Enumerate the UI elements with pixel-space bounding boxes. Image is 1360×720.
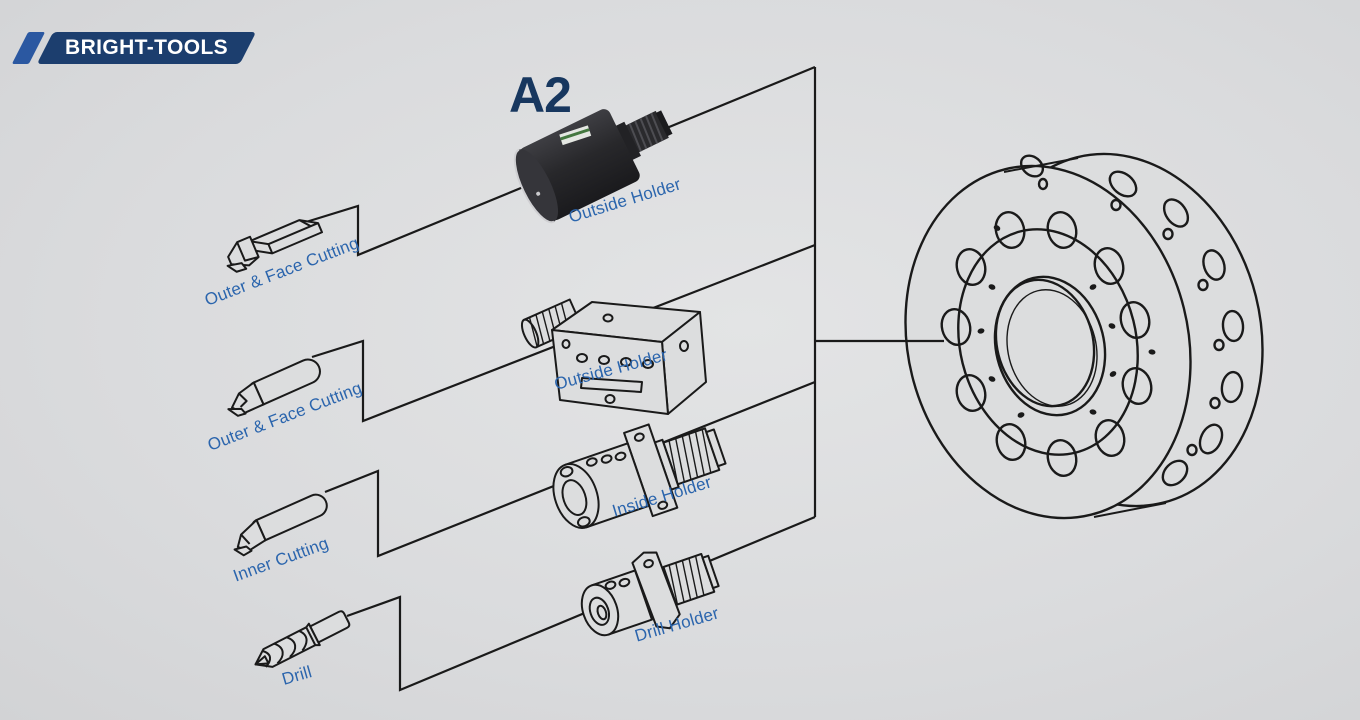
turret-disc-drawing-icon: [904, 152, 1264, 520]
vdi-radial-holder-drawing-icon: [520, 298, 707, 415]
drill-holder-drawing-icon: [580, 551, 720, 637]
brand-logo: BRIGHT-TOOLS: [11, 32, 257, 64]
brand-logo-text: BRIGHT-TOOLS: [65, 36, 229, 59]
holder-hole-row: [576, 353, 654, 369]
outside-holder-photo-icon: [513, 109, 673, 224]
square-shank-turning-tool-icon: [226, 219, 323, 273]
turret-rim-holes: [1019, 154, 1245, 487]
twist-drill-tool-icon: [254, 610, 351, 668]
holder-label-sticker: [559, 125, 592, 146]
logo-plate: BRIGHT-TOOLS: [36, 32, 257, 64]
boring-bar-tool-icon: [233, 493, 328, 557]
inside-holder-drawing-icon: [552, 423, 727, 529]
round-shank-turning-tool-icon: [227, 358, 321, 417]
turret-screw-marks: [977, 225, 1156, 418]
turret-face-holes: [940, 211, 1153, 477]
model-code-label: A2: [509, 67, 572, 123]
